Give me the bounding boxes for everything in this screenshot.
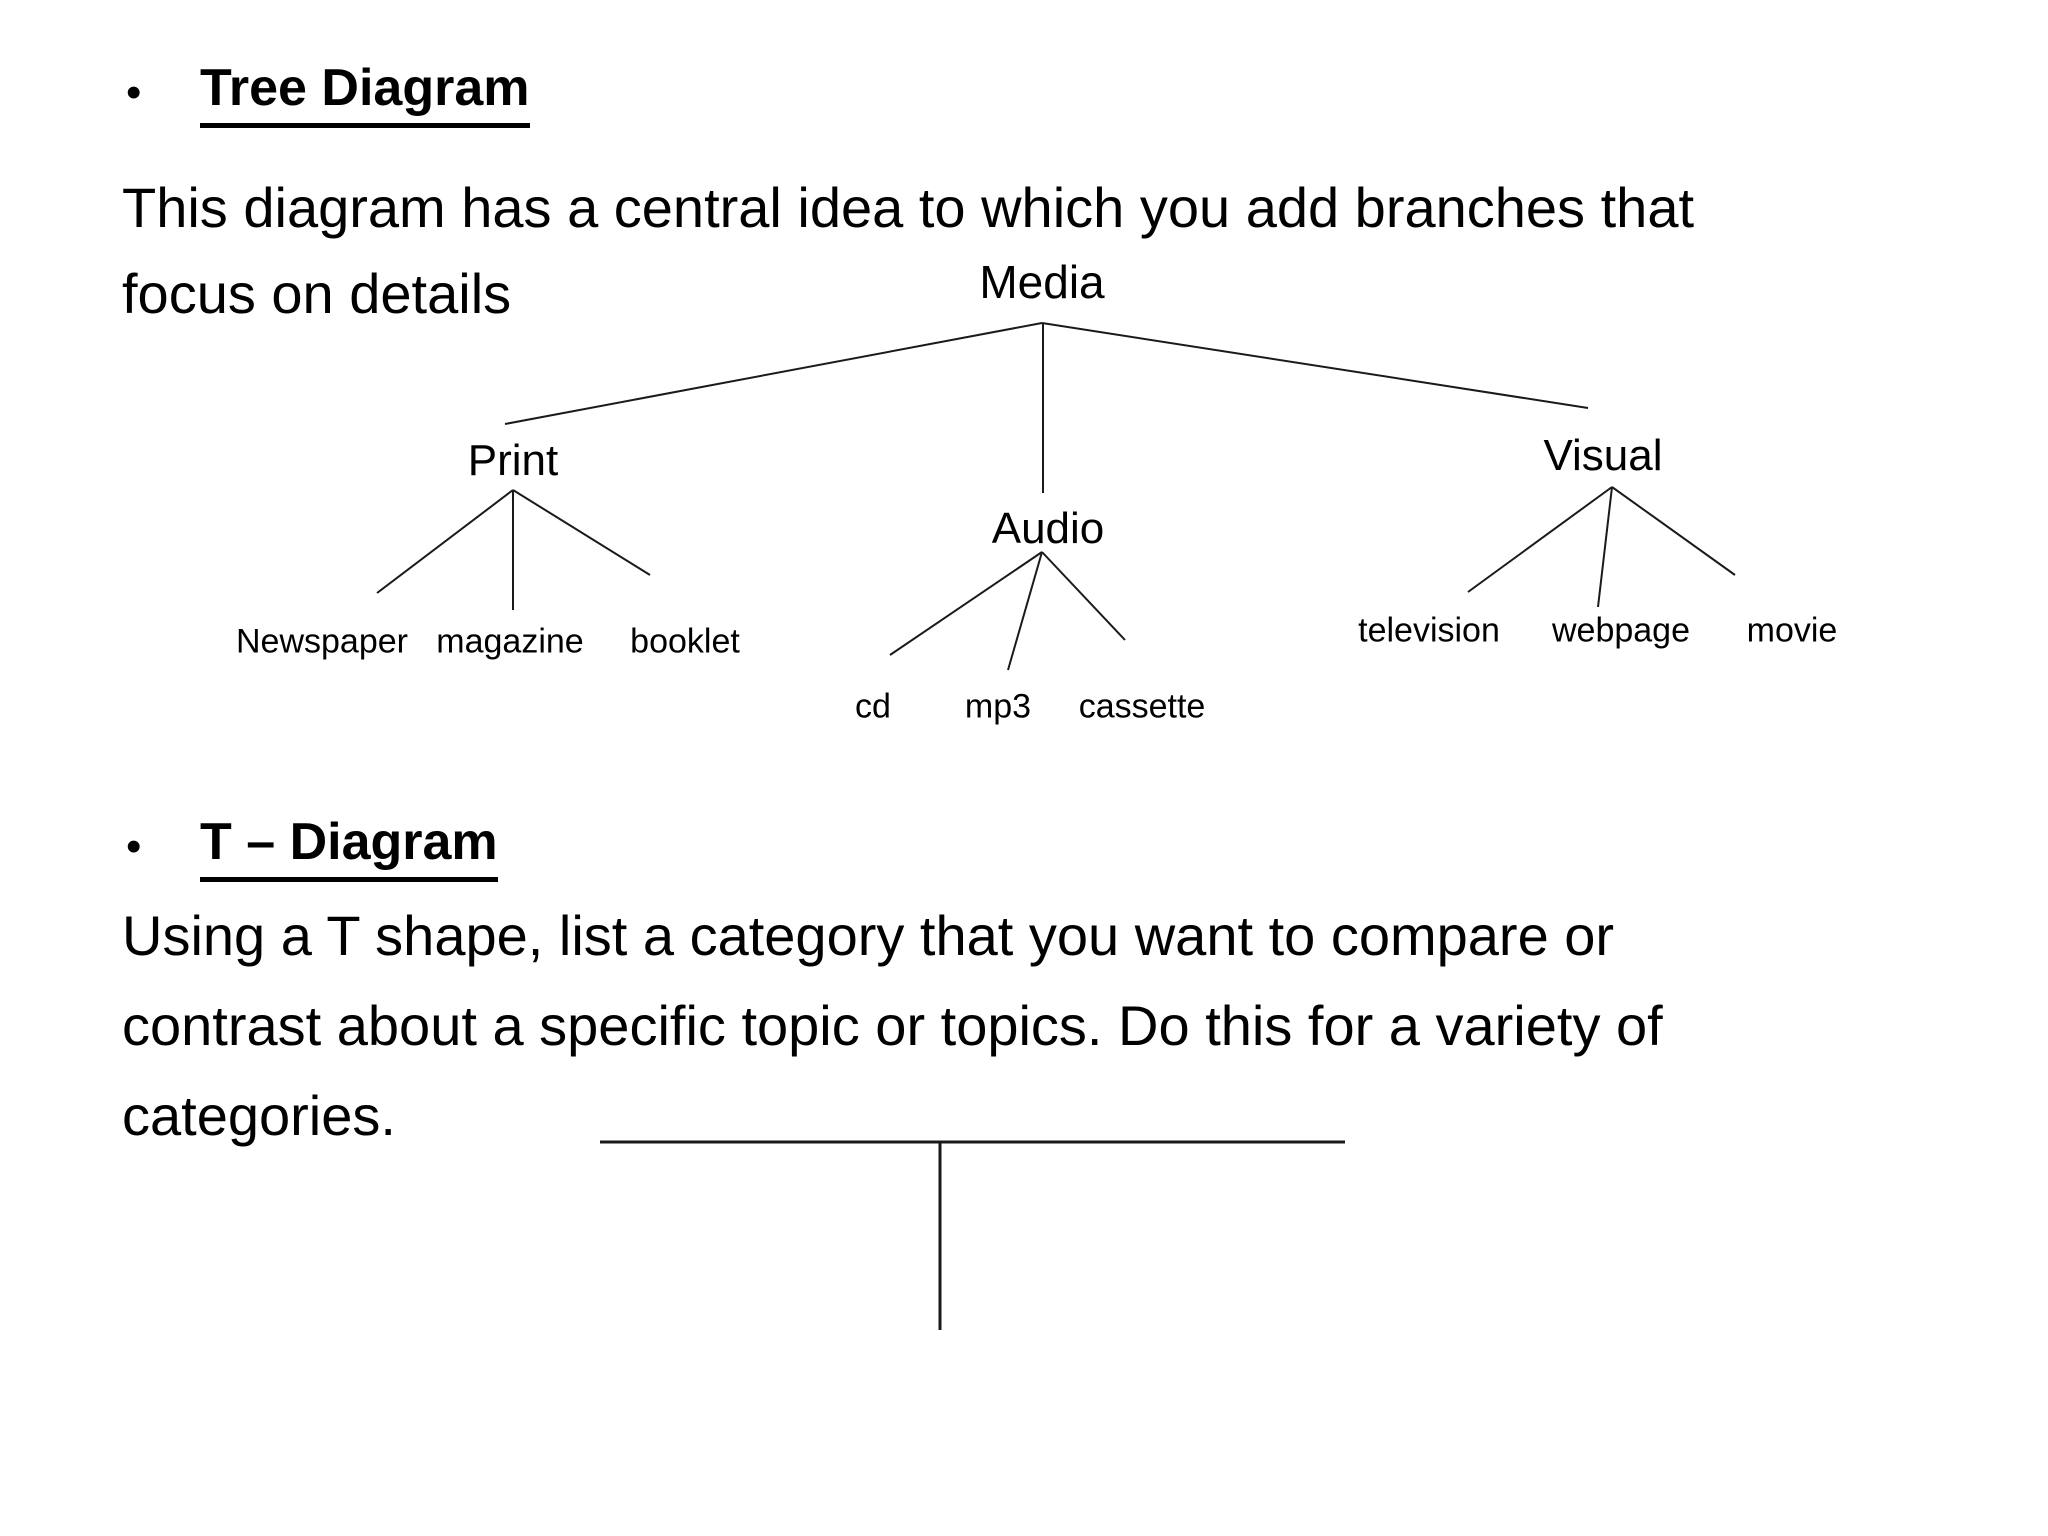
- tree-diagram-description: This diagram has a central idea to which…: [122, 165, 1694, 337]
- paragraph-line: contrast about a specific topic or topic…: [122, 994, 1663, 1057]
- bullet-icon: •: [126, 68, 142, 117]
- edge-audio-mp3: [1007, 551, 1043, 671]
- section-t-diagram-heading: • T – Diagram: [122, 812, 498, 882]
- tree-leaf-cd-label: cd: [855, 687, 891, 726]
- section-title-t-diagram: T – Diagram: [200, 812, 498, 882]
- section-tree-diagram-heading: • Tree Diagram: [122, 58, 530, 128]
- tree-branch-visual-label: Visual: [1543, 431, 1663, 480]
- edge-visual-television: [1467, 486, 1613, 593]
- edge-print-newspaper: [376, 489, 514, 594]
- tree-leaf-booklet-label: booklet: [630, 622, 740, 661]
- edge-media-visual: [1041, 322, 1589, 409]
- paragraph-line: This diagram has a central idea to which…: [122, 176, 1695, 239]
- bullet-icon: •: [126, 822, 142, 871]
- tree-leaf-cassette-label: cassette: [1078, 687, 1206, 726]
- paragraph-line: Using a T shape, list a category that yo…: [122, 904, 1615, 967]
- tree-root-label: Media: [979, 256, 1105, 308]
- edge-media-print: [504, 322, 1043, 425]
- edge-visual-movie: [1611, 486, 1736, 576]
- edge-audio-cassette: [1041, 551, 1126, 641]
- section-title-tree-diagram: Tree Diagram: [200, 58, 530, 128]
- tree-branch-print-label: Print: [467, 436, 559, 485]
- tree-leaf-television-label: television: [1358, 611, 1500, 650]
- tree-leaf-newspaper-label: Newspaper: [236, 622, 408, 661]
- tree-branch-audio-label: Audio: [991, 504, 1105, 553]
- tree-leaf-magazine-label: magazine: [436, 622, 584, 661]
- edge-print-booklet: [512, 489, 651, 576]
- tree-leaf-movie-label: movie: [1746, 611, 1838, 650]
- paragraph-line: focus on details: [122, 262, 512, 325]
- tree-leaf-webpage-label: webpage: [1551, 611, 1691, 650]
- t-diagram-description: Using a T shape, list a category that yo…: [122, 891, 1663, 1161]
- edge-visual-webpage: [1597, 486, 1613, 608]
- paragraph-line: categories.: [122, 1084, 396, 1147]
- edge-audio-cd: [889, 551, 1043, 656]
- tree-leaf-mp3-label: mp3: [964, 687, 1032, 726]
